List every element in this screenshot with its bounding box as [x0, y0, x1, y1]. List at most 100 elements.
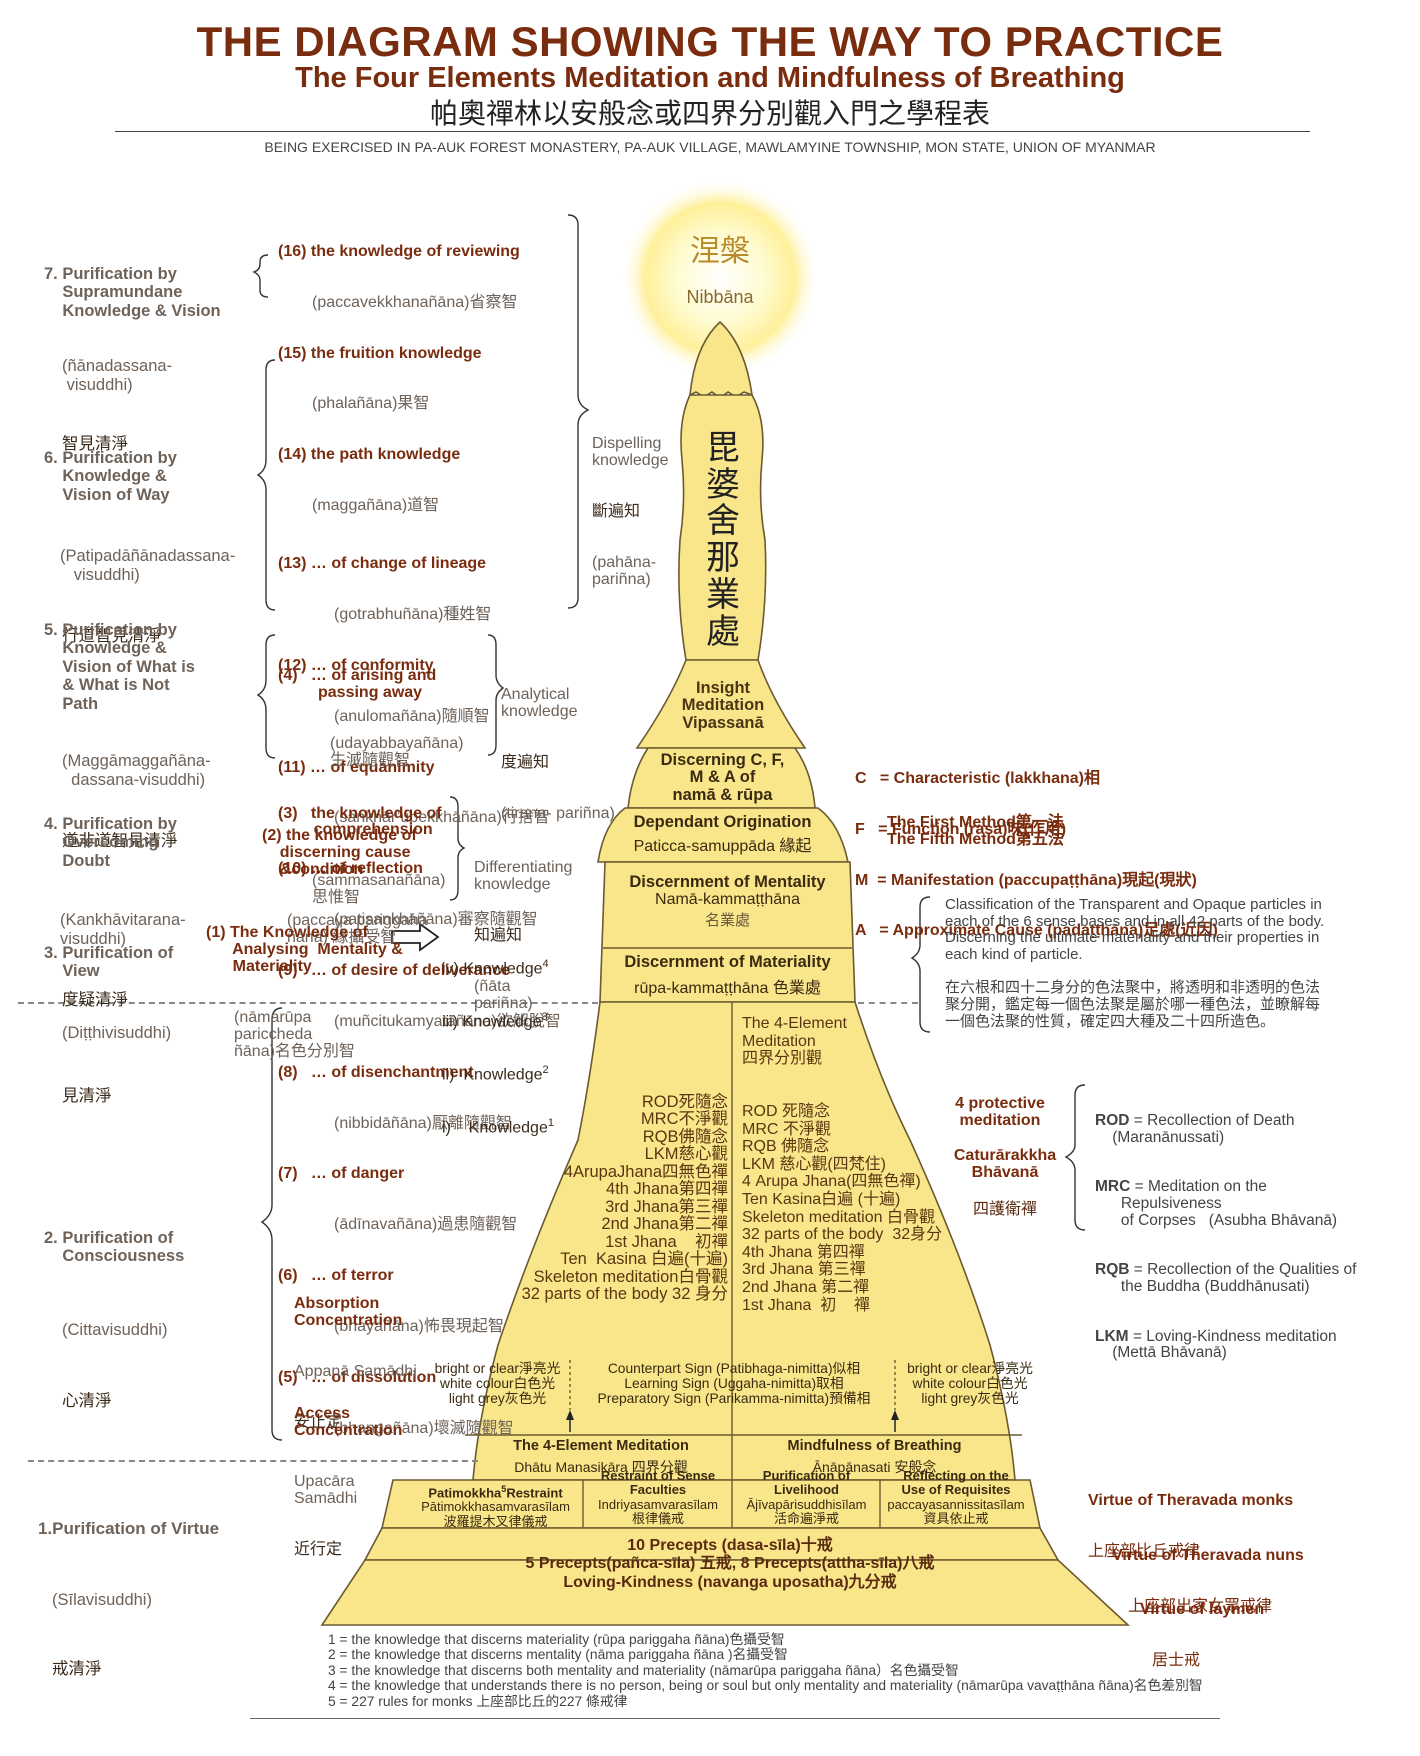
sense-faculties-title: Restraint of Sense Faculties — [600, 1468, 716, 1498]
knowledge-iv-sup: 4 — [542, 957, 549, 970]
dashed-separator-lower — [28, 1460, 478, 1462]
four-element-meditation-base: The 4-Element Meditation — [513, 1438, 689, 1454]
dhatu-manasikara: Dhātu Manasikāra 四界分觀 — [514, 1459, 688, 1475]
knowledge-10: (10) … of reflection — [278, 860, 423, 878]
brace-analytical — [487, 634, 505, 756]
purification-6-zh: 行道智見清淨 — [62, 627, 161, 646]
brace-differentiating — [449, 796, 466, 901]
mrc-value: = Meditation on the Repulsiveness of Cor… — [1120, 1178, 1338, 1229]
knowledge-13: (13) … of change of lineage — [278, 555, 487, 573]
mentality-pali: Namā-kammaṭṭhāna — [655, 891, 800, 908]
brace-purification6 — [256, 359, 276, 611]
differentiating-knowledge: Differentiating knowledge 知遍知 (ñāta pari… — [474, 826, 572, 1029]
virtue-requisites: Reflecting on the Use of Requisites pacc… — [881, 1468, 1031, 1527]
purification-1-title: 1.Purification of Virtue — [38, 1518, 220, 1538]
brace-path-fruition — [252, 254, 269, 298]
footnote-4: 4 = the knowledge that understands there… — [328, 1678, 1203, 1694]
knowledge-arrow-icon — [391, 922, 440, 952]
mrc-key: MRC — [1095, 1178, 1131, 1196]
knowledge-3-pali: (sammasanañāna) 思惟智 — [312, 872, 446, 907]
patimokkha-label: Patimokkha — [428, 1485, 502, 1501]
analytical-knowledge: Analytical knowledge 度遍知 (tirana- pariñn… — [501, 653, 615, 839]
purification-3-title: 3. Purification of View — [44, 943, 174, 981]
insight-tier — [635, 659, 807, 749]
dashed-separator-upper-right — [858, 1002, 918, 1004]
virtue-nuns-zh: 上座部出家女眾戒律 — [1128, 1597, 1273, 1615]
virtue-nuns-label: Virtue of Theravada nuns — [1112, 1546, 1304, 1564]
insight-meditation: Insight Meditation Vipassanā — [681, 679, 765, 732]
virtue-band-base — [320, 1559, 1131, 1626]
virtue-monks-zh: 上座部比丘戒律 — [1088, 1542, 1201, 1560]
knowledge-ii: ii) Knowledge2 — [442, 1064, 554, 1084]
purification-2-zh: 心清淨 — [62, 1392, 112, 1411]
knowledge-7-pali: (ādīnavañāna)過患隨觀智 — [334, 1216, 518, 1234]
dashed-separator-upper — [18, 1002, 598, 1004]
purification-3-zh: 見清淨 — [62, 1087, 112, 1106]
knowledge-2-pali: (paccaya pariggaha ñāna) 緣攝受智 — [287, 911, 428, 946]
purification-7-pali: (ñānadassana- visuddhi) — [62, 357, 173, 394]
precepts-text: 10 Precepts (dasa-sīla)十戒 5 Precepts(pañ… — [525, 1537, 935, 1591]
diagram-subtitle: The Four Elements Meditation and Mindful… — [295, 62, 1125, 94]
knowledge-11: (11) … of equanimity — [278, 758, 435, 776]
knowledge-3: (3) the knowledge of comprehension — [278, 804, 442, 839]
absorption-zh: 安止定 — [294, 1413, 343, 1431]
protective-mrc: MRC = Meditation on the Repulsiveness of… — [1095, 1179, 1356, 1229]
classification-english: Classification of the Transparent and Op… — [945, 896, 1325, 963]
knowledge-4: (4) … of arising and passing away — [278, 666, 437, 701]
purification-2: 2. Purification of Consciousness (Cittav… — [44, 1192, 184, 1429]
knowledge-2: (2) the knowledge of discerning cause &c… — [262, 826, 417, 878]
absorption-concentration: Absorption Concentration Appanā Samādhi … — [294, 1262, 417, 1448]
patimokkha-pali: Pātimokkhasamvarasīlam 波羅提木叉律儀戒 — [421, 1499, 570, 1529]
knowledge-13-pali: (gotrabhuñāna)種姓智 — [334, 605, 492, 623]
mindfulness-of-breathing-base: Mindfulness of Breathing — [787, 1438, 962, 1454]
knowledge-9-pali: (muñcitukamyatāñāna)欲解脫智 — [334, 1012, 561, 1030]
paticca-samuppada: Paticca-samuppāda 緣起 — [633, 838, 812, 855]
knowledge-i-label: i) Knowledge — [442, 1119, 548, 1137]
footnote-2: 2 = the knowledge that discerns mentalit… — [328, 1647, 788, 1663]
knowledge-15-pali: (phalañāna)果智 — [312, 395, 430, 413]
knowledge-15: (15) the fruition knowledge — [278, 344, 482, 362]
differentiating-label: Differentiating knowledge — [474, 858, 573, 893]
knowledge-11-pali: (sankhār’upekkhāñāna)行捨智 — [334, 809, 550, 827]
cfma-legend: C = Characteristic (lakkhana)相 F = Funct… — [855, 737, 1218, 957]
protective-zh: 四護衛禪 — [972, 1201, 1037, 1218]
materiality-heading: Discernment of Materiality — [624, 953, 831, 971]
cfma-c: C = Characteristic (lakkhana)相 — [855, 769, 1100, 787]
knowledge-1-block: (1) The Knowledge of Analysing Mentality… — [206, 891, 403, 1077]
knowledge-iv-label: iv) Knowledge — [442, 960, 543, 978]
methods-label: The First Method第一法 The Fifth Method第五法 — [887, 814, 1064, 848]
knowledge-16: (16) the knowledge of reviewing — [278, 242, 520, 260]
rod-value: = Recollection of Death (Maranānussati) — [1112, 1112, 1295, 1146]
purification-1-zh: 戒清淨 — [52, 1660, 102, 1679]
footnote-3: 3 = the knowledge that discerns both men… — [328, 1662, 959, 1678]
rod-key: ROD — [1095, 1112, 1130, 1130]
knowledge-10-pali: (patisankhāñāna)審察隨觀智 — [334, 911, 538, 929]
virtue-monks: Virtue of Theravada monks 上座部比丘戒律 — [1088, 1459, 1293, 1578]
virtue-laymen-label: Virtue of laymen — [1140, 1600, 1265, 1618]
purification-5-zh: 道非道智見清淨 — [62, 832, 178, 851]
lkm-key: LKM — [1095, 1327, 1129, 1345]
differentiating-pali: (ñāta pariñna) — [474, 977, 533, 1012]
knowledge-12: (12) … of conformity — [278, 656, 434, 674]
knowledge-5-pali: (bhangañāna)壞滅隨觀智 — [334, 1419, 514, 1437]
analytical-zh: 度遍知 — [501, 753, 550, 771]
purification-5: 5. Purification by Knowledge & Vision of… — [44, 584, 211, 869]
knowledge-i: i) Knowledge1 — [442, 1118, 554, 1137]
purification-3: 3. Purification of View (Diṭṭhivisuddhi)… — [44, 907, 173, 1124]
cfma-m: M = Manifestation (paccupaṭṭhāna)現起(現狀) — [855, 871, 1197, 889]
purification-2-pali: (Cittavisuddhi) — [62, 1320, 168, 1339]
knowledges-upper: (16) the knowledge of reviewing (paccave… — [278, 210, 561, 1455]
purification-4: 4. Purification by Overcoming Doubt (Kan… — [44, 778, 186, 1028]
knowledge-1-pali: (nāmarūpa pariccheda ñāna)名色分別智 — [234, 1008, 355, 1060]
rqb-value: = Recollection of the Qualities of the B… — [1120, 1261, 1357, 1295]
analytical-pali: (tirana- pariñna) — [501, 804, 615, 822]
protective-rod: ROD = Recollection of Death (Maranānussa… — [1095, 1112, 1356, 1146]
protective-legend: ROD = Recollection of Death (Maranānussa… — [1095, 1080, 1356, 1378]
brace-purification5 — [256, 634, 276, 759]
patimokkha-title: Patimokkha5Restraint — [408, 1484, 583, 1500]
requisites-pali: paccayasannissitasīlam 資具依止戒 — [887, 1496, 1025, 1527]
knowledges-analytical: (4) … of arising and passing away (udaya… — [278, 634, 463, 924]
knowledge-12-pali: (anulomañāna)隨順智 — [334, 707, 490, 725]
knowledge-1: (1) The Knowledge of Analysing Mentality… — [206, 923, 403, 975]
